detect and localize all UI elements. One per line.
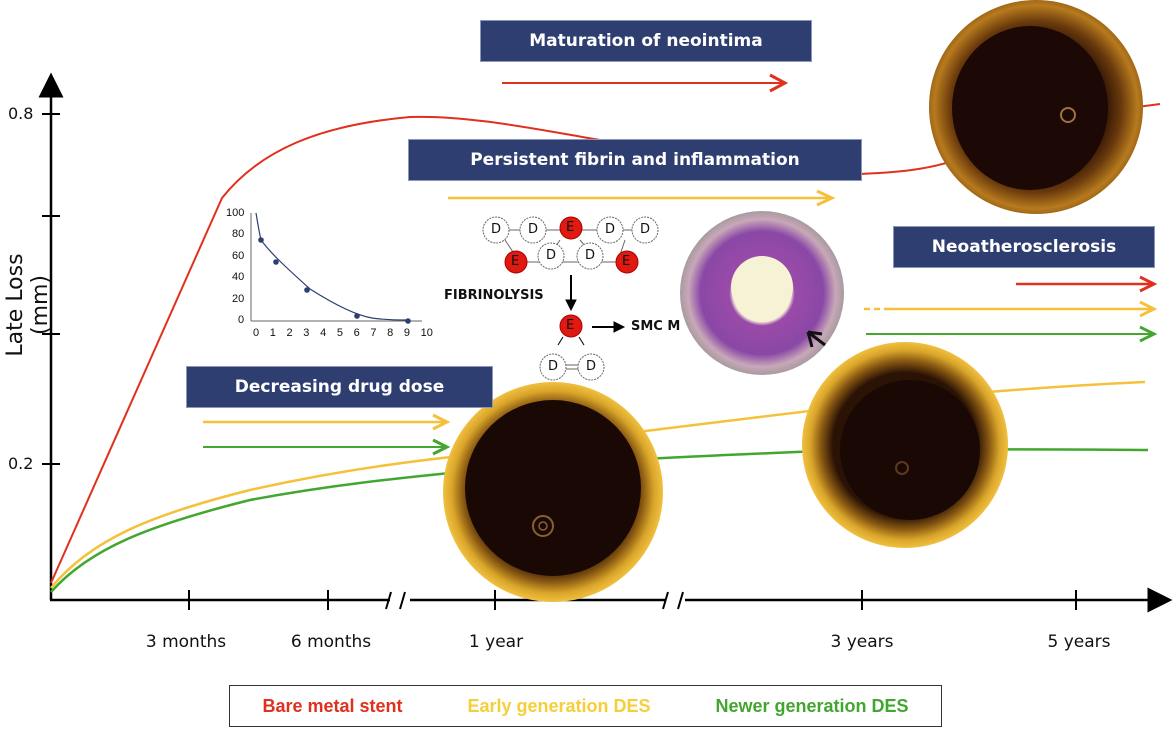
inset-y-tick: 100 bbox=[226, 207, 245, 219]
fibrin-d: D bbox=[546, 248, 557, 263]
fibrin-e: E bbox=[511, 254, 520, 269]
banner-neoatherosclerosis: Neoatherosclerosis bbox=[893, 226, 1155, 268]
axis-break-1 bbox=[385, 591, 392, 610]
inset-chart bbox=[250, 212, 422, 324]
axis-break-2b bbox=[677, 591, 684, 610]
banner-drug-dose: Decreasing drug dose bbox=[186, 366, 493, 408]
arrow-neoath-green bbox=[866, 325, 1158, 343]
fibrin-e: E bbox=[566, 220, 575, 235]
legend: Bare metal stent Early generation DES Ne… bbox=[229, 685, 942, 727]
inset-x-tick: 9 bbox=[403, 327, 411, 339]
inset-x-tick: 1 bbox=[269, 327, 276, 339]
arrow-fibrin-yellow bbox=[448, 189, 836, 207]
inset-x-ticks: 0 1 2 3 4 5 6 7 8 9 10 bbox=[253, 327, 433, 339]
oct-image-5-years bbox=[929, 0, 1143, 214]
fibrin-d: D bbox=[586, 359, 597, 374]
fibrin-e: E bbox=[566, 318, 575, 333]
x-tick-label: 6 months bbox=[290, 632, 372, 652]
banner-maturation: Maturation of neointima bbox=[480, 20, 812, 62]
fibrin-d: D bbox=[491, 222, 502, 237]
legend-early-des: Early generation DES bbox=[467, 695, 651, 716]
inset-x-tick: 2 bbox=[286, 327, 293, 339]
inset-x-tick: 3 bbox=[303, 327, 310, 339]
fibrin-molecule-diagram bbox=[482, 216, 659, 381]
oct-image-1-year bbox=[443, 382, 663, 602]
smc-label: SMC M bbox=[631, 319, 681, 334]
arrow-neoath-red bbox=[1016, 275, 1158, 293]
fibrinolysis-label: FIBRINOLYSIS bbox=[444, 288, 544, 303]
inset-point bbox=[273, 259, 279, 265]
arrow-maturation-red bbox=[502, 73, 789, 93]
oct-image-3-years bbox=[802, 342, 1008, 548]
fibrin-d: D bbox=[605, 222, 616, 237]
fibrin-e: E bbox=[622, 254, 631, 269]
axis-break-1b bbox=[399, 591, 406, 610]
inset-x-tick: 7 bbox=[370, 327, 377, 339]
x-tick-label: 1 year bbox=[468, 632, 524, 652]
arrow-drug-yellow bbox=[203, 413, 451, 431]
inset-y-tick: 60 bbox=[232, 250, 245, 262]
inset-y-tick: 0 bbox=[238, 314, 245, 326]
histology-arrow bbox=[806, 330, 826, 348]
inset-curve bbox=[255, 212, 409, 321]
arrow-neoath-yellow bbox=[864, 300, 1158, 318]
inset-point bbox=[405, 318, 411, 324]
inset-point bbox=[258, 237, 264, 243]
inset-y-tick: 80 bbox=[232, 228, 245, 240]
axis-break-2 bbox=[662, 591, 669, 610]
inset-x-tick: 0 bbox=[253, 327, 260, 339]
legend-bare-metal-stent: Bare metal stent bbox=[262, 695, 403, 716]
inset-x-tick: 4 bbox=[320, 327, 327, 339]
inset-x-tick: 5 bbox=[336, 327, 343, 339]
x-tick-label: 3 years bbox=[830, 632, 894, 652]
inset-x-tick: 10 bbox=[420, 327, 433, 339]
y-tick-label: 0.2 bbox=[8, 454, 34, 473]
inset-x-tick: 6 bbox=[353, 327, 360, 339]
banner-fibrin: Persistent fibrin and inflammation bbox=[408, 139, 862, 181]
inset-y-tick: 20 bbox=[232, 293, 245, 305]
legend-newer-des: Newer generation DES bbox=[715, 695, 909, 716]
arrow-drug-green bbox=[203, 438, 451, 456]
inset-point bbox=[304, 287, 310, 293]
fibrin-d: D bbox=[640, 222, 651, 237]
fibrin-d: D bbox=[585, 248, 596, 263]
fibrin-d: D bbox=[528, 222, 539, 237]
y-tick-label: 0.8 bbox=[8, 104, 34, 123]
y-axis-label: Late Loss (mm) bbox=[3, 253, 53, 357]
x-tick-label: 3 months bbox=[145, 632, 227, 652]
fibrin-d: D bbox=[548, 359, 559, 374]
inset-point bbox=[354, 313, 360, 319]
inset-y-tick: 40 bbox=[232, 271, 245, 283]
histology-image bbox=[680, 211, 844, 375]
inset-x-tick: 8 bbox=[387, 327, 394, 339]
x-tick-label: 5 years bbox=[1047, 632, 1111, 652]
